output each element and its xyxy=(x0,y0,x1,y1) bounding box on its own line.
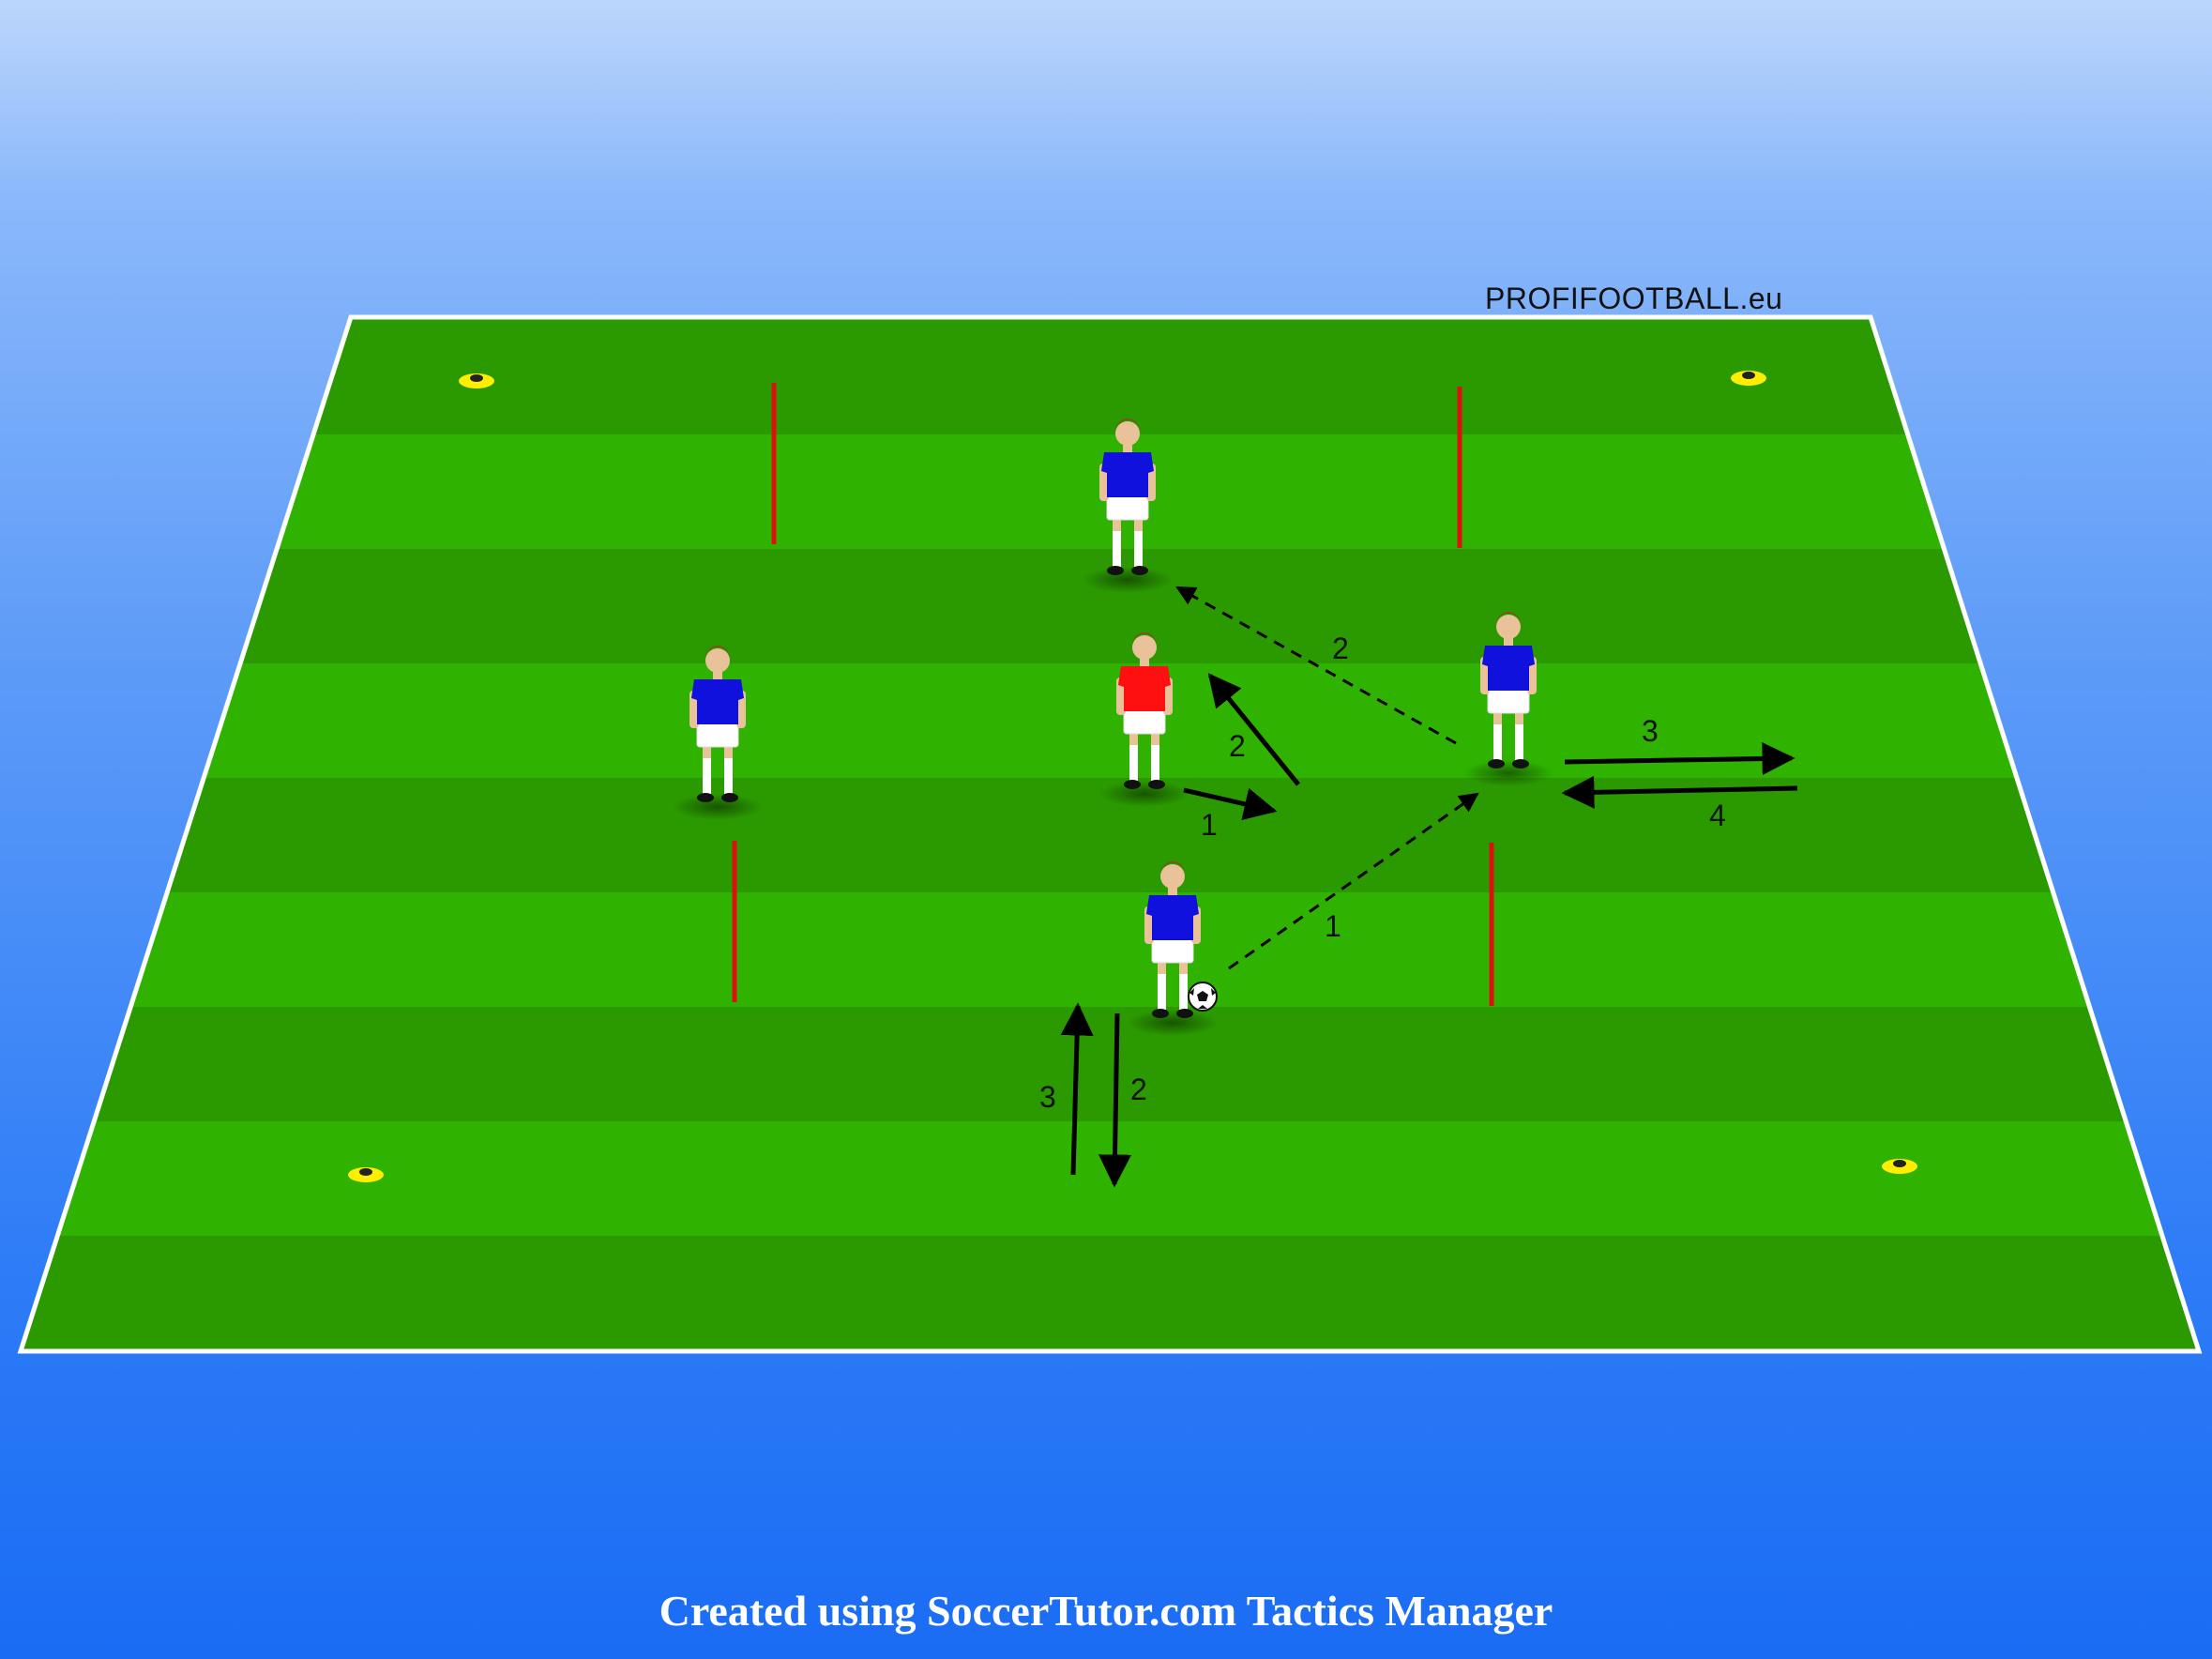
cone-top-left xyxy=(459,373,494,388)
bottom-run-down-arrow xyxy=(1098,1012,1132,1188)
cone-bottom-left xyxy=(348,1167,384,1182)
red-move-arrow-2 xyxy=(1207,673,1300,786)
player-blue-left xyxy=(672,645,764,821)
bottom-run-up-arrow xyxy=(1060,1002,1094,1176)
watermark-text: PROFIFOOTBALL.eu xyxy=(1485,282,1783,315)
player-red-center xyxy=(1098,632,1190,808)
pitch-boundary-line xyxy=(17,314,2203,1354)
soccer-ball-icon xyxy=(1188,982,1218,1012)
cone-top-right xyxy=(1731,371,1766,386)
label-bottom-run-down: 2 xyxy=(1130,1073,1147,1106)
right-run-out-arrow xyxy=(1564,742,1795,776)
red-move-arrow-1 xyxy=(1183,787,1278,821)
pass-line-to-top-player xyxy=(1175,586,1457,745)
player-blue-top xyxy=(1082,418,1174,594)
label-right-run-out: 3 xyxy=(1642,714,1659,748)
label-red-move-1: 1 xyxy=(1201,808,1218,842)
player-blue-bottom xyxy=(1127,860,1219,1037)
label-red-move-2: 2 xyxy=(1229,729,1246,763)
player-blue-right xyxy=(1462,611,1554,787)
label-bottom-run-up: 3 xyxy=(1039,1080,1056,1114)
footer-credit: Created using SoccerTutor.com Tactics Ma… xyxy=(659,1587,1553,1635)
label-pass-to-top: 2 xyxy=(1332,632,1349,665)
cone-bottom-right xyxy=(1882,1159,1917,1174)
pitch xyxy=(21,317,2199,1351)
label-right-run-back: 4 xyxy=(1709,799,1726,832)
right-run-back-arrow xyxy=(1561,775,1798,809)
label-pass-to-right: 1 xyxy=(1325,909,1341,943)
pass-line-to-right-player xyxy=(1228,792,1479,970)
